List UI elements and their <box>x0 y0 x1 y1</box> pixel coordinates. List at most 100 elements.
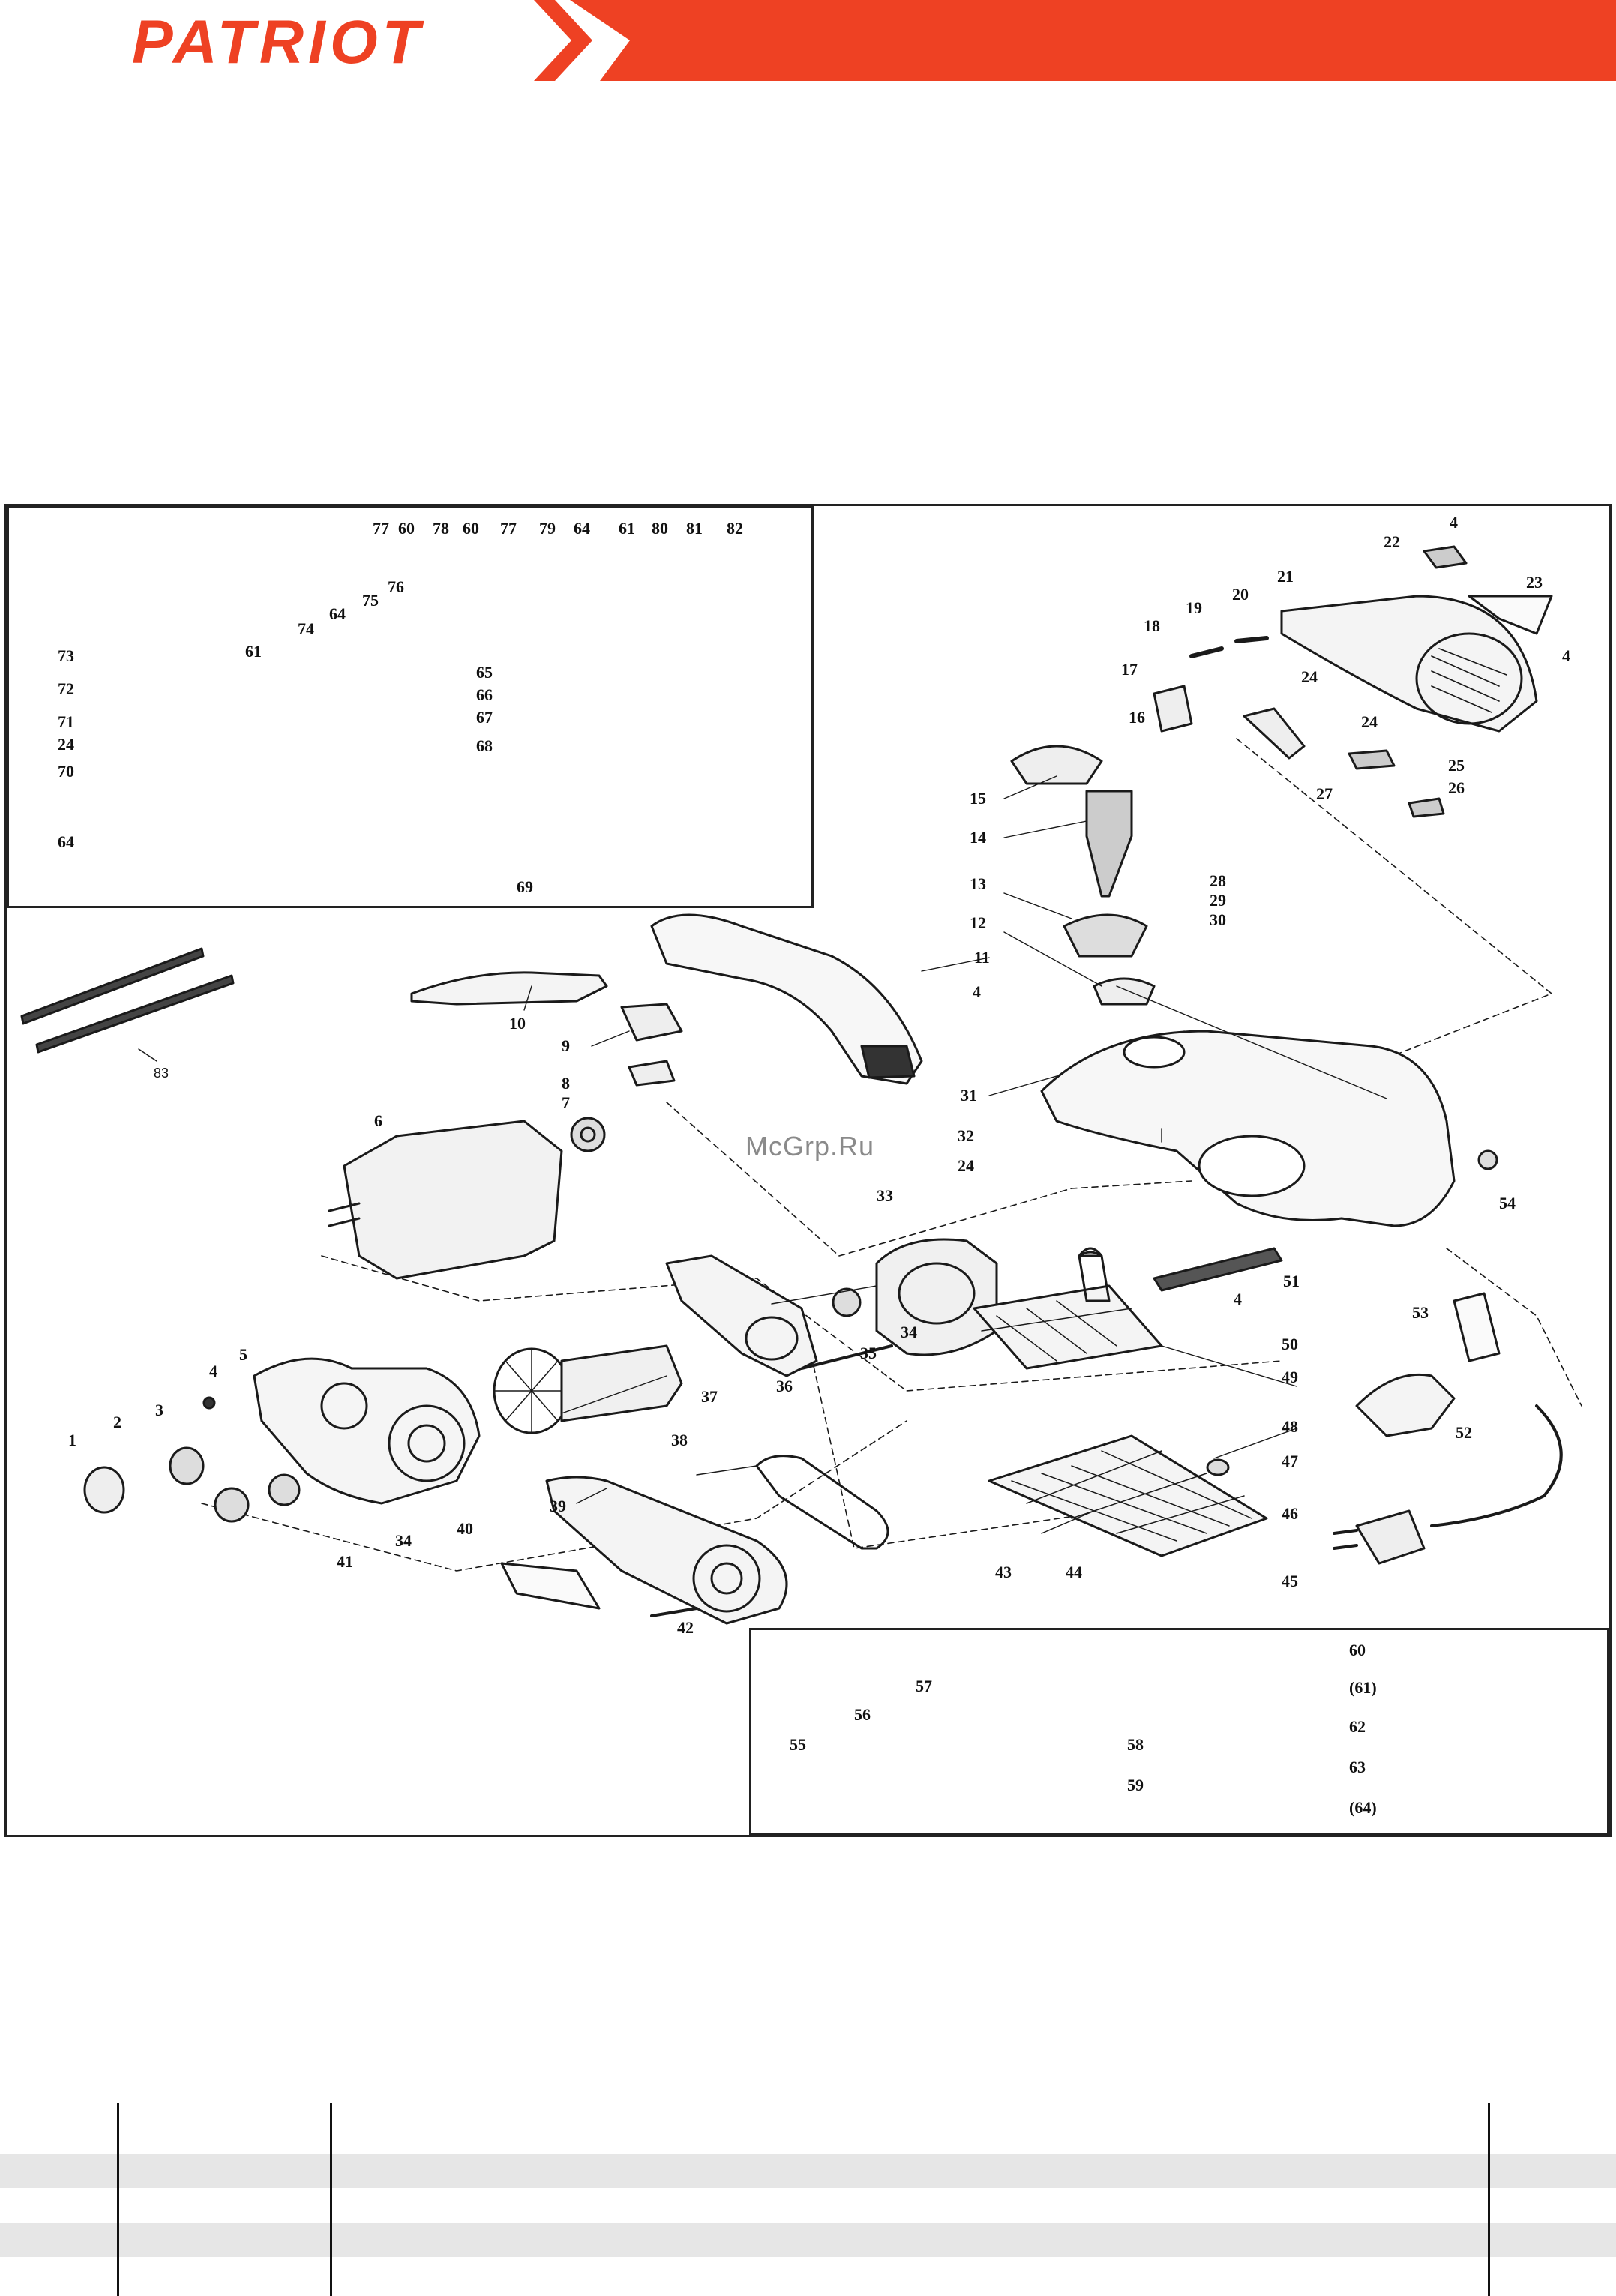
callout-62: 62 <box>1349 1717 1366 1736</box>
callout-21: 21 <box>1277 567 1294 586</box>
callout-55: 55 <box>790 1735 806 1754</box>
callout-31: 31 <box>961 1086 977 1105</box>
callout-30: 30 <box>1210 910 1226 929</box>
callout-78: 78 <box>433 519 449 538</box>
accessories-inset <box>749 1628 1609 1835</box>
callout-33: 33 <box>877 1186 893 1205</box>
callout-32: 32 <box>958 1126 974 1145</box>
callout-53: 53 <box>1412 1303 1429 1322</box>
callout-24: 24 <box>58 735 74 754</box>
callout-61: 61 <box>245 642 262 661</box>
callout-38: 38 <box>671 1431 688 1449</box>
callout-37: 37 <box>701 1387 718 1406</box>
callout-16: 16 <box>1129 708 1145 727</box>
callout-56: 56 <box>854 1705 871 1724</box>
callout-11: 11 <box>974 948 990 967</box>
callout-58: 58 <box>1127 1735 1144 1754</box>
callout-1: 1 <box>68 1431 76 1449</box>
callout-64: (64) <box>1349 1798 1377 1817</box>
callout-54: 54 <box>1499 1194 1516 1212</box>
table-row <box>0 2103 1616 2138</box>
table-column-divider <box>117 2103 119 2296</box>
callout-9: 9 <box>562 1036 570 1055</box>
callout-35: 35 <box>860 1344 877 1362</box>
callout-67: 67 <box>476 708 493 727</box>
callout-64: 64 <box>329 604 346 623</box>
callout-51: 51 <box>1283 1272 1300 1290</box>
callout-83: 83 <box>154 1066 169 1081</box>
callout-36: 36 <box>776 1377 793 1395</box>
exploded-parts-diagram: 77 60 78 60 77 79 64 61 80 81 82 73 72 7… <box>4 504 1612 1837</box>
callout-77: 77 <box>373 519 389 538</box>
callout-4: 4 <box>209 1362 217 1380</box>
callout-4: 4 <box>1234 1290 1242 1308</box>
callout-24: 24 <box>1301 667 1318 686</box>
page-header: PATRIOT <box>0 0 1616 82</box>
callout-4: 4 <box>1450 513 1458 532</box>
callout-22: 22 <box>1384 532 1400 551</box>
callout-61: 61 <box>619 519 635 538</box>
callout-2: 2 <box>113 1413 121 1431</box>
callout-72: 72 <box>58 679 74 698</box>
callout-81: 81 <box>686 519 703 538</box>
callout-49: 49 <box>1282 1368 1298 1386</box>
callout-77: 77 <box>500 519 517 538</box>
table-row <box>0 2257 1616 2292</box>
callout-45: 45 <box>1282 1572 1298 1590</box>
callout-57: 57 <box>916 1677 932 1695</box>
header-band <box>534 0 1616 81</box>
callout-24: 24 <box>1361 712 1378 731</box>
callout-42: 42 <box>677 1618 694 1637</box>
callout-76: 76 <box>388 577 404 596</box>
callout-39: 39 <box>550 1497 566 1515</box>
callout-60: 60 <box>463 519 479 538</box>
watermark-text: McGrp.Ru <box>745 1131 875 1161</box>
callout-60: 60 <box>398 519 415 538</box>
callout-65: 65 <box>476 663 493 682</box>
main-artwork <box>83 545 1563 1625</box>
table-row <box>0 2223 1616 2257</box>
callout-70: 70 <box>58 762 74 781</box>
chevron-icon <box>534 0 592 81</box>
callout-44: 44 <box>1066 1563 1082 1581</box>
callout-71: 71 <box>58 712 74 731</box>
callout-48: 48 <box>1282 1417 1298 1436</box>
callout-40: 40 <box>457 1519 473 1538</box>
callout-27: 27 <box>1316 784 1333 803</box>
callout-25: 25 <box>1448 756 1465 775</box>
callout-52: 52 <box>1456 1423 1472 1442</box>
callout-5: 5 <box>239 1345 247 1364</box>
callout-18: 18 <box>1144 616 1160 635</box>
callout-4: 4 <box>973 982 981 1001</box>
callout-13: 13 <box>970 874 986 893</box>
callout-47: 47 <box>1282 1452 1298 1470</box>
header-orange-band <box>570 0 1616 81</box>
callout-23: 23 <box>1526 573 1543 592</box>
callout-74: 74 <box>298 619 314 638</box>
callout-28: 28 <box>1210 871 1226 890</box>
callout-50: 50 <box>1282 1335 1298 1353</box>
callout-60: 60 <box>1349 1641 1366 1659</box>
callout-3: 3 <box>155 1401 163 1419</box>
callout-7: 7 <box>562 1093 570 1112</box>
callout-20: 20 <box>1232 585 1249 604</box>
callout-34: 34 <box>395 1531 412 1550</box>
callout-79: 79 <box>539 519 556 538</box>
callout-19: 19 <box>1186 598 1202 617</box>
callout-26: 26 <box>1448 778 1465 797</box>
callout-14: 14 <box>970 828 986 847</box>
brand-logo: PATRIOT <box>132 8 424 76</box>
callout-80: 80 <box>652 519 668 538</box>
callout-68: 68 <box>476 736 493 755</box>
callout-17: 17 <box>1121 660 1138 679</box>
callout-43: 43 <box>995 1563 1012 1581</box>
callout-64: 64 <box>58 832 74 851</box>
callout-41: 41 <box>337 1552 353 1571</box>
callout-63: 63 <box>1349 1758 1366 1776</box>
stand-assembly-inset <box>7 506 814 908</box>
callout-4: 4 <box>1562 646 1570 665</box>
callout-73: 73 <box>58 646 74 665</box>
callout-59: 59 <box>1127 1776 1144 1794</box>
callout-75: 75 <box>362 591 379 610</box>
table-column-divider <box>330 2103 332 2296</box>
